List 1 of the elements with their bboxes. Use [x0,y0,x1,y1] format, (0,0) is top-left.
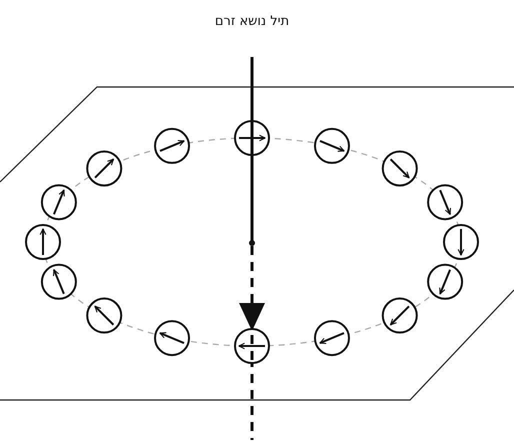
wire-label: תיל נושא זרם [214,14,290,29]
